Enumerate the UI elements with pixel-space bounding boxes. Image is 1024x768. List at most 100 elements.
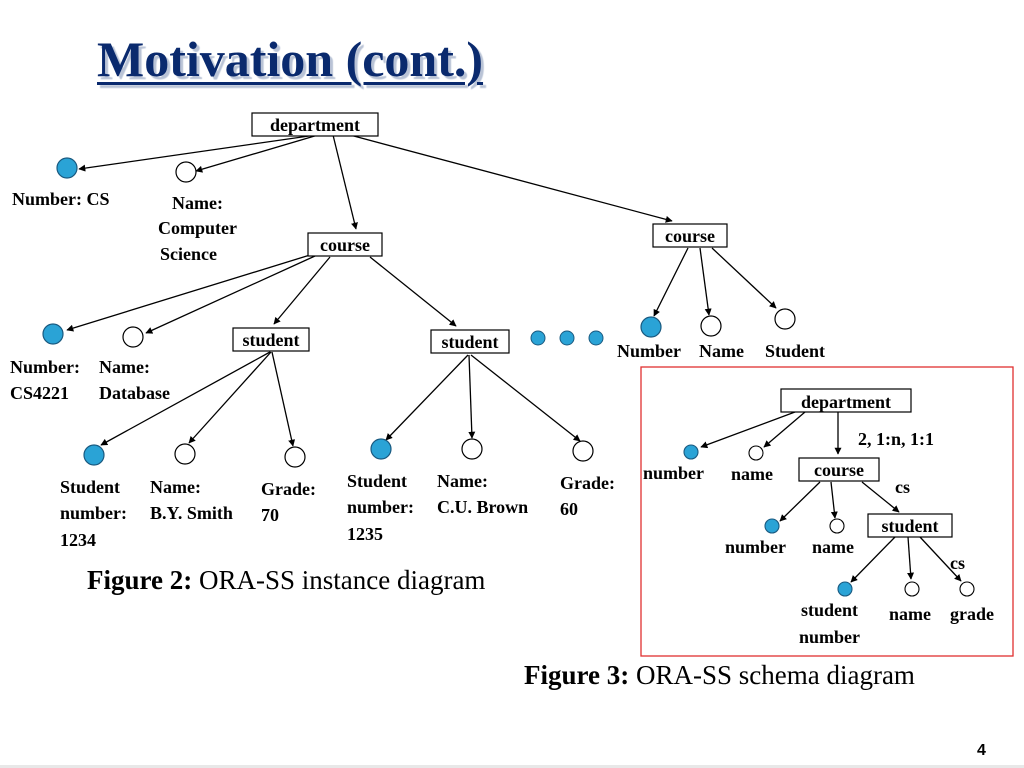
slide-title: Motivation (cont.) [97,31,484,87]
figure-3-label: Figure 3: [524,660,630,690]
dept-number-label: Number: CS [12,189,110,209]
department-label: department [270,115,360,135]
instance-nodes: department course course student student [42,112,796,468]
schema-attribute [959,581,975,597]
attribute-node [572,440,594,462]
slide-footer-bar [0,765,1024,768]
schema-attribute [748,445,764,461]
student2-name-label: Name: C.U. Brown [437,471,528,517]
edge [271,351,296,447]
edge [699,247,712,316]
attribute-node [122,326,144,348]
student-label: student [441,332,498,352]
dept-name-label: Name: Computer Science [158,193,241,264]
schema-attribute-filled [837,581,853,597]
schema-course-box [798,457,880,482]
edge [273,256,331,325]
schema-nodes: department course student [683,388,975,597]
course-label: course [665,226,715,246]
course-box [307,232,383,257]
ellipsis-dot-icon [530,330,546,346]
edge [779,481,821,522]
course-number-label: Number: CS4221 [10,357,85,403]
course2-student-label: Student [765,341,825,361]
student1-number-label: Student number: 1234 [60,477,132,550]
schema-dept-number-label: number [643,463,704,483]
schema-relationship-label: 2, 1:n, 1:1 [858,429,934,449]
schema-course-rel-label: cs [895,477,910,497]
schema-attribute [904,581,920,597]
edge [470,354,581,442]
schema-student-box [867,513,953,538]
edge [919,536,962,582]
ellipsis-dot-icon [588,330,604,346]
edge [332,134,358,230]
figure-2-caption: Figure 2: ORA-SS instance diagram [87,565,485,596]
course-box [652,223,728,248]
student1-grade-label: Grade: 70 [261,479,320,525]
schema-course-number-label: number [725,537,786,557]
edge [145,255,316,334]
schema-course-label: course [814,460,864,480]
attribute-node [174,443,196,465]
edge [349,134,673,223]
student1-name-label: Name: B.Y. Smith [150,477,233,523]
course2-name-label: Name [699,341,744,361]
edge [385,354,469,441]
ellipsis-dot-icon [559,330,575,346]
attribute-node [461,438,483,460]
schema-attribute-filled [764,518,780,534]
attribute-node [700,315,722,337]
schema-department-box [780,388,912,413]
department-box [251,112,379,137]
course2-number-label: Number [617,341,681,361]
edge [66,254,311,332]
attribute-node [175,161,197,183]
student-box [232,327,310,352]
edge [468,354,476,439]
attribute-node-filled [83,444,105,466]
attribute-node-filled [56,157,78,179]
schema-diagram [700,411,962,583]
figure-3-text: ORA-SS schema diagram [635,660,915,690]
attribute-node-filled [370,438,392,460]
edge [100,351,271,446]
schema-attribute [829,518,845,534]
figure-2-label: Figure 2: [87,565,193,595]
course-name-label: Name: Database [99,357,170,403]
schema-labels: 2, 1:n, 1:1 number name cs number name c… [643,429,994,647]
edge [850,536,896,583]
edge [653,247,689,317]
attribute-node-filled [42,323,64,345]
course-label: course [320,235,370,255]
schema-department-label: department [801,392,891,412]
edge [188,351,272,444]
figure-3-caption: Figure 3: ORA-SS schema diagram [524,660,915,691]
figure-2-text: ORA-SS instance diagram [198,565,486,595]
attribute-node-filled [640,316,662,338]
edge [907,536,915,580]
student-box [430,329,510,354]
schema-frame [640,366,1014,657]
edge [861,481,900,513]
schema-student-grade-label: grade [950,604,994,624]
attribute-node [284,446,306,468]
schema-course-name-label: name [812,537,854,557]
schema-student-number-label: student number [799,600,863,647]
attribute-node [774,308,796,330]
instance-diagram [66,134,777,447]
schema-dept-name-label: name [731,464,773,484]
student2-grade-label: Grade: 60 [560,473,619,519]
instance-labels: Number: CS Name: Computer Science Number… [10,189,825,550]
edge [763,411,806,448]
edge [78,134,317,172]
edge [700,411,796,449]
student-label: student [242,330,299,350]
edge [369,256,457,327]
schema-student-name-label: name [889,604,931,624]
schema-attribute-filled [683,444,699,460]
student2-number-label: Student number: 1235 [347,471,419,544]
page-number: 4 [977,742,986,759]
schema-student-label: student [881,516,938,536]
